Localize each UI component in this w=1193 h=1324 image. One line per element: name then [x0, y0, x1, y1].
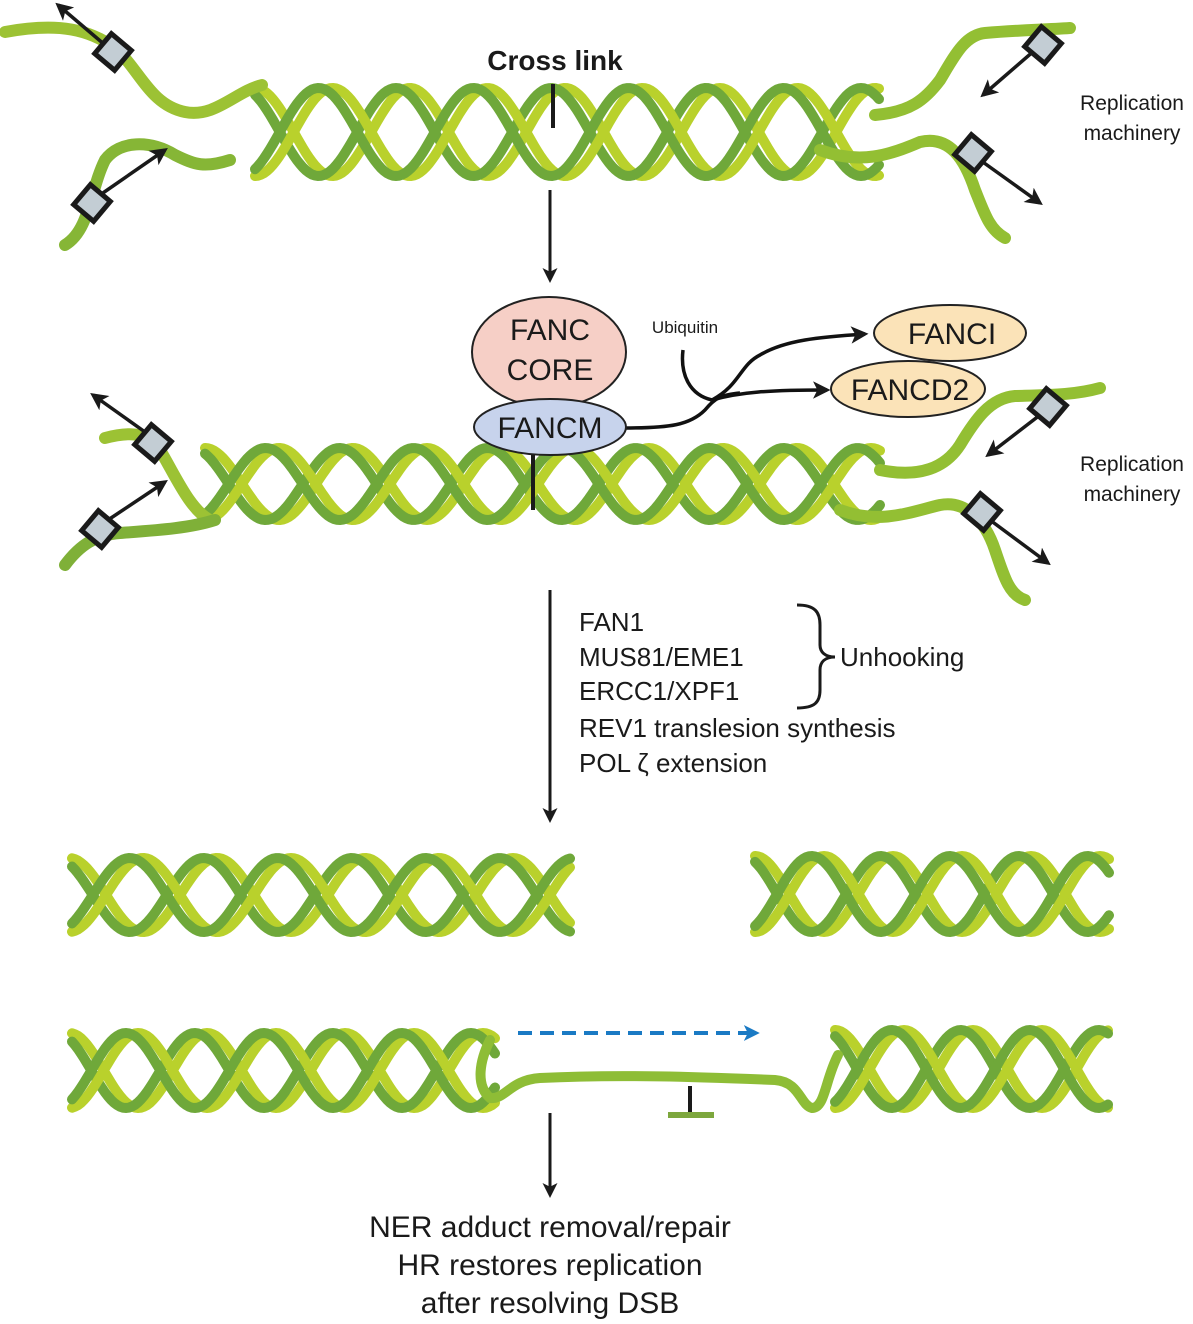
enzyme-ercc1-xpf1: ERCC1/XPF1: [579, 676, 739, 706]
clamp-box: [91, 30, 135, 74]
enzyme-fan1: FAN1: [579, 607, 644, 637]
replication-machinery-label-1b: machinery: [1084, 122, 1181, 145]
connector-to-fanci: [711, 326, 869, 402]
helix-strand: [250, 82, 884, 182]
helix-strand: [200, 442, 885, 526]
replication-machinery-label-1a: Replication: [1080, 92, 1184, 115]
single-strand-gap: [475, 1035, 843, 1114]
fanci-oval: [873, 304, 1027, 362]
dna-helix-left-fragment: [67, 852, 575, 938]
ubiquitin-connector: [680, 349, 713, 402]
clamp-box: [1026, 385, 1070, 429]
clamp-box: [70, 181, 114, 225]
final-line-1: NER adduct removal/repair: [369, 1211, 731, 1244]
helix-strand: [750, 850, 1114, 938]
final-line-3: after resolving DSB: [421, 1287, 679, 1320]
replication-clamp-bottom-left-2: [78, 480, 168, 551]
helix-strand: [200, 442, 885, 526]
dna-helix-stage-2: [200, 442, 885, 526]
replication-machinery-label-2a: Replication: [1080, 453, 1184, 476]
clamp-box: [951, 131, 995, 175]
helix-strand: [67, 852, 575, 938]
helix-strand: [67, 1027, 500, 1114]
replication-clamp-top-left-2: [90, 392, 175, 465]
fork-strand-top-right: [869, 22, 1076, 121]
fancm-label: FANCM: [498, 412, 603, 445]
replication-clamp-bottom-right-2: [960, 490, 1051, 566]
unhooking-label: Unhooking: [840, 642, 964, 672]
dna-helix-right-repair: [830, 1024, 1113, 1114]
adduct-bar: [668, 1112, 714, 1118]
helix-strand: [830, 1024, 1113, 1114]
pol-zeta-label: POL ζ extension: [579, 748, 767, 778]
stage-4-unhooked-dna: [67, 850, 1114, 938]
replication-clamp-top-right-2: [985, 385, 1070, 458]
ubiquitin-label: Ubiquitin: [652, 318, 718, 337]
dna-helix-stage-1: [250, 82, 884, 182]
helix-strand: [67, 1027, 500, 1114]
replication-machinery-label-2b: machinery: [1084, 483, 1181, 506]
rev1-label: REV1 translesion synthesis: [579, 713, 895, 743]
clamp-box: [131, 421, 175, 465]
helix-strand: [200, 442, 885, 526]
replication-clamp-bottom-left: [70, 148, 168, 225]
final-line-2: HR restores replication: [397, 1249, 702, 1282]
fanc-core-label-line2: CORE: [507, 354, 594, 387]
helix-strand: [67, 852, 575, 938]
helix-strand: [67, 1027, 500, 1114]
fancd2-oval: [830, 360, 986, 418]
fancd2-label: FANCD2: [851, 374, 969, 407]
replication-clamp-bottom-right: [951, 131, 1043, 206]
fanc-core-label-line1: FANC: [510, 314, 590, 347]
fork-strand-top-right-2: [874, 382, 1106, 479]
final-outcome: NER adduct removal/repair HR restores re…: [369, 1211, 731, 1320]
stage-3-unhooking: FAN1 MUS81/EME1 ERCC1/XPF1 Unhooking REV…: [542, 590, 964, 823]
fork-strand-bottom-right-2: [834, 498, 1031, 606]
replication-clamp-top-right: [980, 23, 1065, 98]
clamp-box: [1021, 23, 1065, 67]
stage-5-translesion: [67, 1024, 1113, 1198]
fork-strand-bottom-left-2: [59, 514, 221, 571]
crosslink-label: Cross link: [487, 45, 623, 76]
enzyme-mus81-eme1: MUS81/EME1: [579, 642, 744, 672]
helix-strand: [67, 1027, 500, 1114]
fork-strand-bottom-right: [814, 134, 1011, 244]
dna-helix-left-repair: [67, 1027, 500, 1114]
unhooking-brace: [796, 603, 836, 710]
fancm-oval: [473, 398, 627, 456]
clamp-box: [78, 507, 122, 551]
stage-1-replication-fork: Cross link Replication machinery: [0, 2, 1184, 251]
dna-helix-right-fragment: [750, 850, 1114, 938]
stage-2-fanc-complex: FANC CORE FANCM Ubiquitin FANCI FANCD2 R…: [59, 296, 1184, 606]
fanci-label: FANCI: [908, 318, 996, 351]
replication-clamp-top-left: [55, 2, 135, 74]
helix-strand: [750, 850, 1114, 938]
helix-strand: [250, 82, 884, 182]
helix-strand: [250, 82, 884, 182]
connector-to-fancd2: [711, 381, 831, 402]
fork-strand-top-left: [0, 21, 268, 119]
clamp-box: [960, 490, 1004, 534]
